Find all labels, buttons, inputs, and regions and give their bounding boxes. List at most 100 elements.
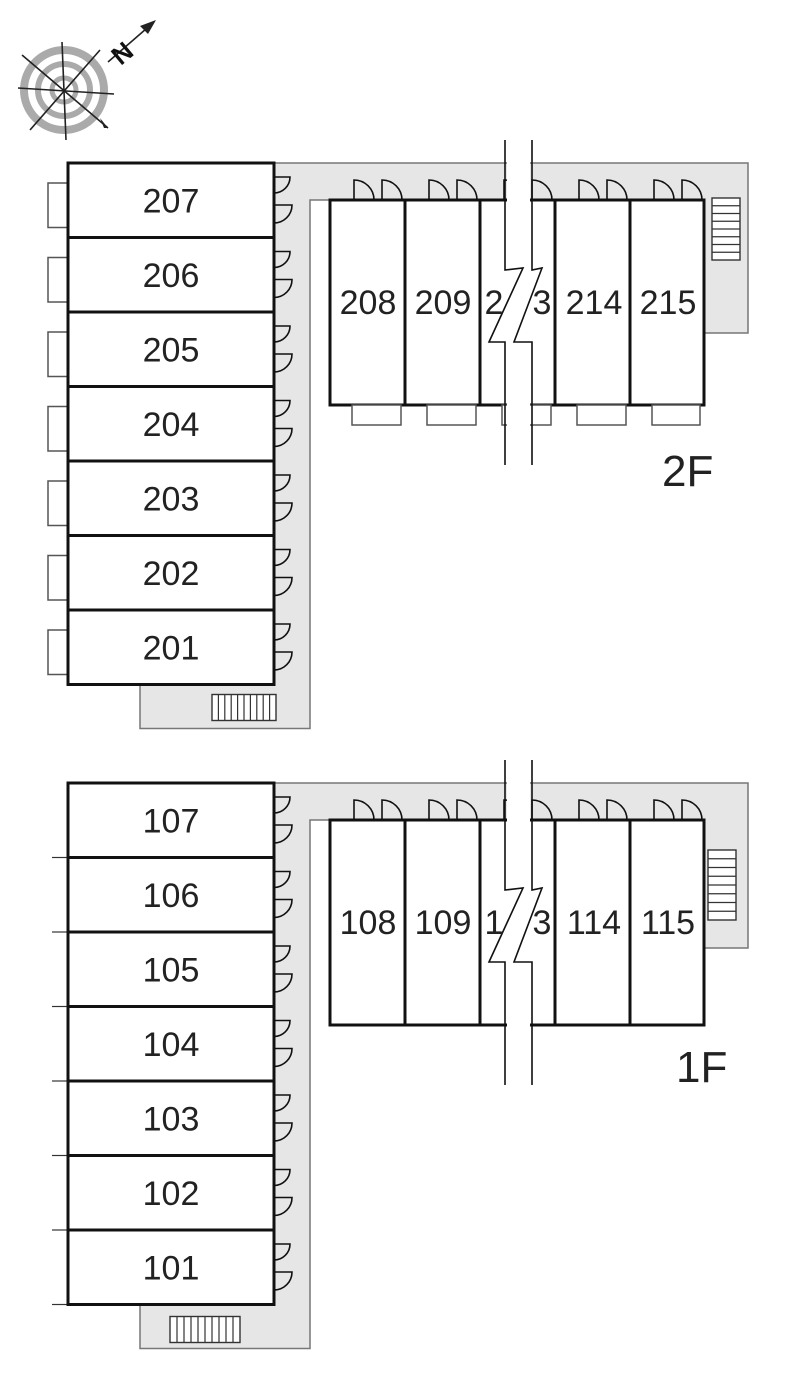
room-box [66,1228,276,1306]
room-number: 204 [143,406,200,444]
balcony [351,404,402,426]
door-icon [273,576,293,597]
room-207: 207 [47,161,293,239]
stairs-icon [169,1315,241,1344]
door-icon [456,179,478,201]
door-icon [273,651,293,671]
room-box-4 [628,799,706,1027]
balcony [576,404,627,426]
door-icon [273,204,293,224]
door-icon [273,1243,291,1261]
room-box [66,385,276,463]
room-box [66,856,276,934]
room-box-1 [403,799,482,1027]
door-icon [273,399,291,418]
room-number: 207 [143,182,200,220]
door-icon [681,179,703,201]
door-icon [273,325,291,343]
break-line [512,140,544,465]
door-icon [578,799,600,821]
door-icon [273,474,291,492]
room-number: 114 [567,904,621,942]
room-box-4 [628,179,706,426]
door-icon [273,824,293,844]
balcony [651,404,701,426]
room-number: 102 [143,1175,200,1213]
room-number: 201 [143,629,200,667]
room-box [66,608,276,686]
room-number: 3 [533,904,552,942]
door-icon [653,179,675,201]
door-icon [273,548,291,567]
room-box [66,781,276,859]
balcony [426,404,477,426]
door-icon [653,799,675,821]
room-box [66,1154,276,1232]
door-icon [273,278,293,299]
room-box [66,1005,276,1083]
room-box [628,818,706,1027]
room-204: 204 [47,385,293,463]
break-gap [507,140,530,465]
room-number: 2 [485,284,504,322]
room-box-1 [403,179,482,426]
door-icon [273,1047,293,1068]
room-number: 1 [485,904,504,942]
door-icon [273,427,293,448]
room-107: 107 [52,781,293,859]
door-icon [428,799,450,821]
door-icon [273,1271,293,1291]
north-label: N [105,36,139,71]
break-gap [507,760,530,1085]
room-205: 205 [47,310,293,388]
door-icon [428,179,450,201]
door-icon [681,799,703,821]
room-206: 206 [47,236,293,314]
stairs-icon [211,693,277,722]
room-101: 101 [52,1228,293,1306]
room-106: 106 [52,856,293,934]
door-icon [353,799,375,821]
room-number: 3 [533,284,552,322]
room-number: 115 [641,904,695,942]
room-202: 202 [47,534,293,612]
stairs-icon [711,197,741,261]
balcony [47,554,69,601]
room-203: 203 [47,459,293,537]
room-number: 209 [415,284,472,322]
room-201: 201 [47,608,293,686]
room-number: 109 [415,904,472,942]
door-icon [273,898,293,919]
room-box [403,818,482,1027]
door-icon [273,176,291,194]
room-number: 202 [143,555,200,593]
room-box [66,310,276,388]
stairs-icon [707,849,737,921]
door-icon [381,179,403,201]
room-number: 104 [143,1026,200,1064]
floor-label: 1F [676,1043,727,1092]
balcony [47,182,69,229]
door-icon [273,1196,293,1217]
door-icon [273,796,291,814]
room-number: 106 [143,877,200,915]
door-icon [273,1122,293,1142]
room-104: 104 [52,1005,293,1083]
door-icon [353,179,375,201]
floor-label: 2F [662,447,713,496]
door-icon [273,973,293,993]
door-icon [606,179,628,201]
balcony [47,256,69,303]
room-102: 102 [52,1154,293,1232]
door-icon [273,870,291,889]
room-number: 101 [143,1249,200,1287]
balcony [47,629,69,676]
door-icon [273,623,291,641]
door-icon [381,799,403,821]
room-box [66,1079,276,1157]
break-line [487,140,525,465]
door-icon [606,799,628,821]
